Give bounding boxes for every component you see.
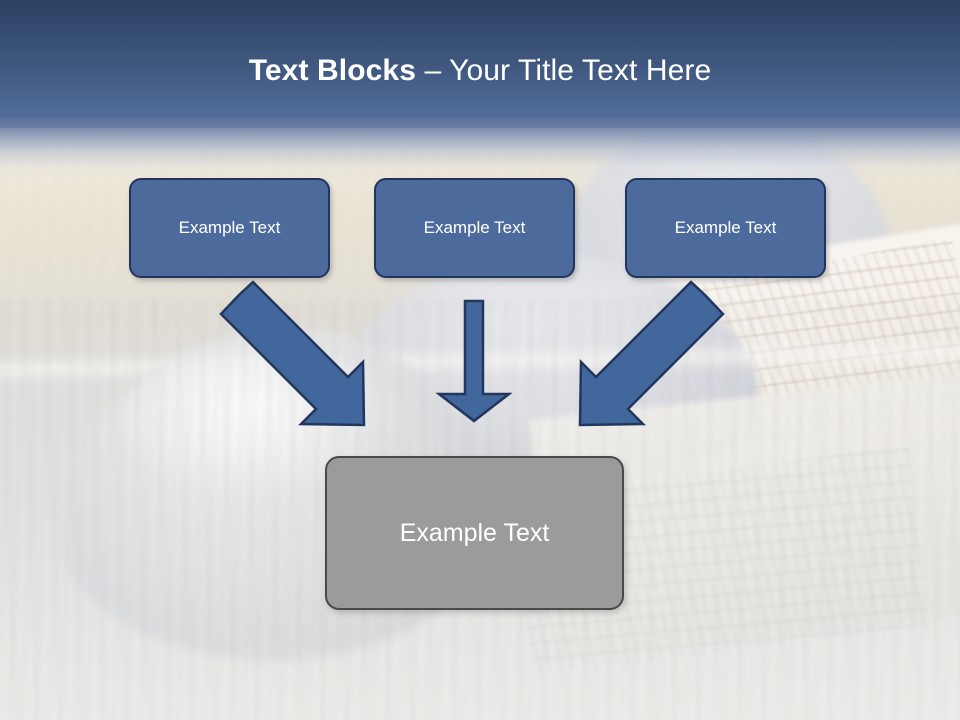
page-title: Text Blocks – Your Title Text Here xyxy=(0,52,960,90)
page-title-rest: – Your Title Text Here xyxy=(424,54,712,87)
title-band-fade xyxy=(0,118,960,180)
text-block-3[interactable]: Example Text xyxy=(625,178,826,278)
text-block-1-label: Example Text xyxy=(178,218,281,237)
title-band xyxy=(0,0,960,128)
text-block-2-label: Example Text xyxy=(423,218,526,237)
page-title-strong: Text Blocks xyxy=(248,54,425,87)
text-block-2[interactable]: Example Text xyxy=(374,178,575,278)
text-block-3-label: Example Text xyxy=(674,218,777,237)
result-text-block[interactable]: Example Text xyxy=(325,456,624,610)
text-block-1[interactable]: Example Text xyxy=(129,178,330,278)
result-text-block-label: Example Text xyxy=(399,518,550,547)
